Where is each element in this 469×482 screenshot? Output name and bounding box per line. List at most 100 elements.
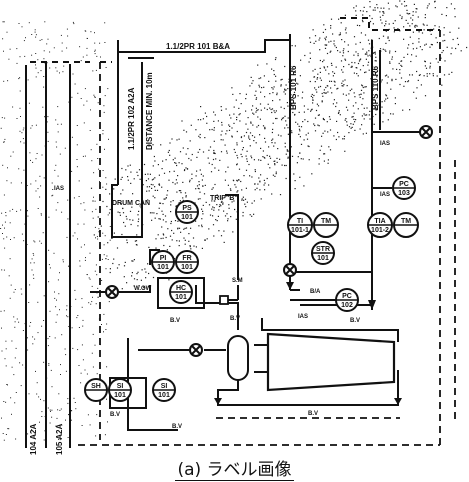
noise-speck [264,189,266,191]
noise-speck [259,181,261,183]
noise-speck [326,52,329,55]
noise-speck [95,208,97,210]
noise-speck [228,204,230,206]
noise-speck [84,244,85,246]
noise-speck [172,181,174,184]
noise-speck [360,32,362,34]
noise-speck [362,133,364,135]
valve-icon [283,263,297,277]
noise-speck [354,62,356,64]
noise-speck [335,46,337,49]
noise-speck [29,325,31,327]
noise-speck [348,93,350,95]
noise-speck [62,71,64,73]
noise-speck [375,113,377,116]
bv-si-note: B.V [110,412,120,418]
noise-speck [401,17,403,20]
noise-speck [322,61,324,63]
noise-speck [92,333,94,335]
noise-speck [179,200,181,202]
noise-speck [113,258,115,260]
noise-speck [0,228,2,229]
noise-speck [344,59,347,61]
ias-3-note: IAS [298,314,308,320]
noise-speck [226,152,228,154]
noise-speck [178,240,180,242]
noise-speck [353,7,355,9]
noise-speck [139,205,141,207]
ias-4-note: IAS [54,186,64,192]
noise-speck [164,215,167,217]
boundary-dashed [78,30,456,446]
noise-speck [217,215,219,217]
noise-speck [246,150,248,152]
noise-speck [235,186,237,188]
noise-speck [57,131,59,133]
noise-speck [178,202,180,204]
noise-speck [112,262,114,265]
noise-speck [299,75,301,77]
noise-speck [226,213,228,215]
noise-speck [356,73,358,75]
noise-speck [220,201,222,203]
noise-speck [348,99,350,101]
noise-speck [443,34,445,36]
noise-speck [3,194,5,196]
noise-speck [371,39,373,41]
noise-speck [138,218,140,220]
noise-speck [300,143,303,145]
noise-speck [415,24,417,26]
noise-speck [243,175,245,177]
noise-speck [271,87,273,89]
noise-speck [407,47,409,49]
noise-speck [385,50,387,52]
noise-speck [3,238,5,240]
noise-speck [359,96,361,98]
noise-speck [97,102,99,104]
right-line-2-label: BPS 110 R6 [371,65,380,110]
noise-speck [279,99,281,101]
noise-speck [291,103,293,105]
noise-speck [330,40,332,42]
noise-speck [216,220,218,222]
noise-speck [321,100,323,102]
noise-speck [359,41,361,44]
noise-speck [352,105,354,107]
noise-speck [269,157,272,159]
noise-speck [231,201,233,203]
noise-speck [200,173,202,175]
noise-speck [14,289,16,290]
noise-speck [258,77,260,80]
noise-speck [277,148,279,150]
noise-speck [333,72,336,74]
noise-speck [409,13,411,15]
noise-speck [15,438,17,440]
noise-speck [428,3,430,5]
noise-speck [445,15,447,17]
noise-speck [196,156,198,158]
noise-speck [359,128,361,130]
noise-speck [189,140,191,142]
noise-speck [409,109,411,111]
noise-speck [47,116,49,118]
noise-speck [245,169,248,171]
noise-speck [16,118,18,119]
noise-speck [184,243,186,245]
ias-2-note: IAS [380,192,390,198]
noise-speck [318,125,320,127]
noise-speck [299,136,301,138]
noise-speck [354,121,356,123]
noise-speck [416,47,418,49]
noise-speck [338,111,340,113]
noise-speck [42,106,44,108]
noise-speck [348,126,351,128]
noise-speck [48,216,50,218]
noise-speck [414,25,416,27]
noise-speck [281,117,283,119]
noise-speck [364,53,366,55]
noise-speck [167,151,169,153]
noise-speck [21,132,23,134]
noise-speck [159,202,162,204]
noise-speck [396,6,398,8]
pc-top-num: 103 [398,190,410,197]
